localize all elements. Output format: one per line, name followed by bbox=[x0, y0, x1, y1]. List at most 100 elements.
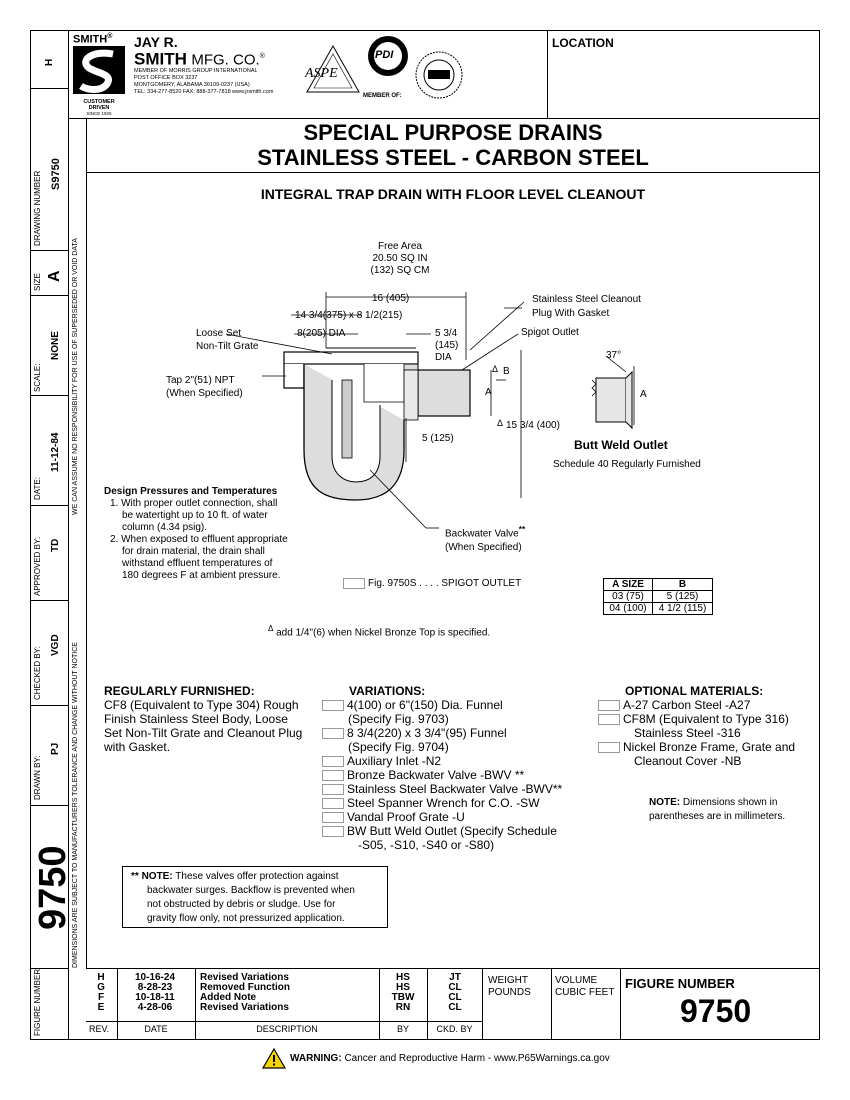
optional-checkbox[interactable] bbox=[598, 700, 620, 712]
warning-text: Cancer and Reproductive Harm - www.P65Wa… bbox=[344, 1053, 610, 1064]
variation-checkbox[interactable] bbox=[322, 784, 344, 796]
variation-checkbox[interactable] bbox=[322, 826, 344, 838]
approved-label: APPROVED BY: bbox=[33, 536, 42, 596]
volume-box: VOLUME CUBIC FEET bbox=[555, 975, 614, 999]
rev-ckd: JT CL CL CL bbox=[428, 973, 482, 1013]
angle-37: 37° bbox=[606, 350, 622, 361]
variation-checkbox[interactable] bbox=[322, 770, 344, 782]
variation-butt-weld: BW Butt Weld Outlet (Specify Schedule-S0… bbox=[322, 824, 557, 852]
notice-tolerance: DIMENSIONS ARE SUBJECT TO MANUFACTURERS … bbox=[72, 642, 79, 968]
dim-8-dia: 8(205) DIA bbox=[297, 328, 346, 339]
size-table-cell: 04 (100) bbox=[603, 602, 653, 615]
dim-a: A bbox=[485, 387, 492, 398]
by-header: BY bbox=[396, 1024, 409, 1034]
variation-sub: (Specify Fig. 9704) bbox=[348, 740, 449, 754]
member-of: MEMBER OF: bbox=[363, 93, 402, 99]
star-note-l3: not obstructed by debris or sludge. Use … bbox=[147, 899, 336, 910]
regular-l4: with Gasket. bbox=[104, 740, 171, 754]
dim-534-in: 5 3/4 bbox=[435, 328, 458, 339]
variation-label: 4(100) or 6"(150) Dia. Funnel bbox=[347, 698, 503, 712]
free-area-label: Free Area bbox=[378, 241, 422, 252]
figure-number: 9750 bbox=[680, 993, 752, 1029]
free-area-cm: (132) SQ CM bbox=[370, 265, 430, 276]
rev-date: 8-28-23 bbox=[137, 982, 173, 993]
strip-line bbox=[30, 295, 68, 296]
location-divider bbox=[547, 30, 548, 118]
backwater-stars: ** bbox=[518, 524, 526, 534]
dim-534: 5 3/4 (145) DIA bbox=[435, 328, 458, 364]
variation-label: 8 3/4(220) x 3 3/4"(95) Funnel bbox=[347, 726, 507, 740]
free-area: Free Area 20.50 SQ IN (132) SQ CM bbox=[370, 241, 430, 277]
checked-value: VGD bbox=[50, 634, 61, 656]
rev-ckd-cell: JT bbox=[449, 972, 461, 983]
dim-534-mm: (145) bbox=[435, 340, 459, 351]
revision-divider bbox=[86, 968, 820, 969]
dim-1534: 15 3/4 (400) bbox=[506, 420, 560, 431]
rev-desc: Revised Variations bbox=[200, 1002, 289, 1013]
variation-checkbox[interactable] bbox=[322, 700, 344, 712]
rev-date: 10-18-11 bbox=[135, 992, 175, 1003]
brand-reg: ® bbox=[107, 33, 113, 40]
delta-note: Δ add 1/4"(6) when Nickel Bronze Top is … bbox=[268, 624, 490, 638]
title-line2: STAINLESS STEEL - CARBON STEEL bbox=[257, 145, 649, 170]
sheet-letter: H bbox=[44, 58, 55, 66]
rev-col-line bbox=[427, 968, 428, 1040]
notice-strip-divider bbox=[86, 118, 87, 968]
drawing-number: S9750 bbox=[50, 158, 62, 190]
tap-label: Tap 2"(51) NPT bbox=[166, 375, 235, 386]
figure-number-label: FIGURE NUMBER bbox=[625, 976, 735, 991]
delta-1534-icon: Δ bbox=[497, 418, 504, 428]
design-item1-l3: column (4.34 psig). bbox=[122, 522, 208, 533]
company-line1: JAY R. bbox=[134, 34, 178, 50]
non-tilt: Non-Tilt Grate bbox=[196, 341, 259, 352]
company-block: JAY R. SMITH MFG. CO.® MEMBER OF MORRIS … bbox=[134, 34, 274, 96]
date-label: DATE: bbox=[33, 477, 42, 500]
pdi-text: PDI bbox=[375, 49, 394, 61]
fig-label: Fig. 9750S . . . . SPIGOT OUTLET bbox=[368, 578, 522, 590]
aspe-logo-icon bbox=[306, 44, 360, 93]
variations-title: VARIATIONS: bbox=[349, 684, 426, 698]
fig-checkbox[interactable] bbox=[343, 578, 365, 589]
design-pressures: Design Pressures and Temperatures 1. Wit… bbox=[104, 486, 288, 582]
rev-col-line bbox=[620, 968, 621, 1040]
warning-label: WARNING: bbox=[290, 1053, 342, 1064]
pounds-label: POUNDS bbox=[488, 987, 531, 998]
rev-col-line bbox=[482, 968, 483, 1040]
drain-drawing bbox=[225, 292, 635, 529]
variation-checkbox[interactable] bbox=[322, 812, 344, 824]
backwater-note-box: ** NOTE: These valves offer protection a… bbox=[122, 866, 388, 928]
cleanout-label: Stainless Steel Cleanout bbox=[532, 294, 641, 305]
cleanout-plug: Plug With Gasket bbox=[532, 308, 610, 319]
size-label: SIZE bbox=[33, 273, 42, 291]
rev-by-cell: HS bbox=[396, 982, 410, 993]
strip-line bbox=[30, 250, 68, 251]
title-line1: SPECIAL PURPOSE DRAINS bbox=[303, 120, 603, 145]
drawing-number-label: DRAWING NUMBER bbox=[33, 170, 42, 246]
size-table-header: B bbox=[652, 578, 713, 591]
contact: TEL: 334-277-8520 FAX: 888-377-7818 www.… bbox=[134, 89, 274, 96]
variation-bronze-bwv: Bronze Backwater Valve -BWV ** bbox=[322, 768, 524, 782]
variation-checkbox[interactable] bbox=[322, 728, 344, 740]
variation-checkbox[interactable] bbox=[322, 798, 344, 810]
strip-line bbox=[30, 600, 68, 601]
rev-by-cell: RN bbox=[395, 1002, 411, 1013]
tap-callout: Tap 2"(51) NPT (When Specified) bbox=[166, 374, 243, 400]
big-figure-number: 9750 bbox=[32, 845, 74, 930]
backwater-callout: Backwater Valve** (When Specified) bbox=[445, 522, 525, 555]
variation-sub: -S05, -S10, -S40 or -S80) bbox=[358, 838, 495, 852]
optional-checkbox[interactable] bbox=[598, 742, 620, 754]
company-line2: SMITH bbox=[134, 49, 187, 69]
company-mfg: MFG. CO. bbox=[191, 51, 260, 69]
regular-title: REGULARLY FURNISHED: bbox=[104, 684, 255, 698]
design-item2-l1: 2. When exposed to effluent appropriate bbox=[110, 534, 288, 545]
rev-col-line bbox=[551, 968, 552, 1040]
variation-label: Steel Spanner Wrench for C.O. -SW bbox=[347, 796, 540, 810]
figure-number-label-side: FIGURE NUMBER bbox=[33, 968, 42, 1036]
mm-note-label: NOTE: bbox=[649, 797, 681, 808]
rev-col-line bbox=[195, 968, 196, 1040]
variation-checkbox[interactable] bbox=[322, 756, 344, 768]
backwater-when: (When Specified) bbox=[445, 542, 522, 554]
optional-checkbox[interactable] bbox=[598, 714, 620, 726]
